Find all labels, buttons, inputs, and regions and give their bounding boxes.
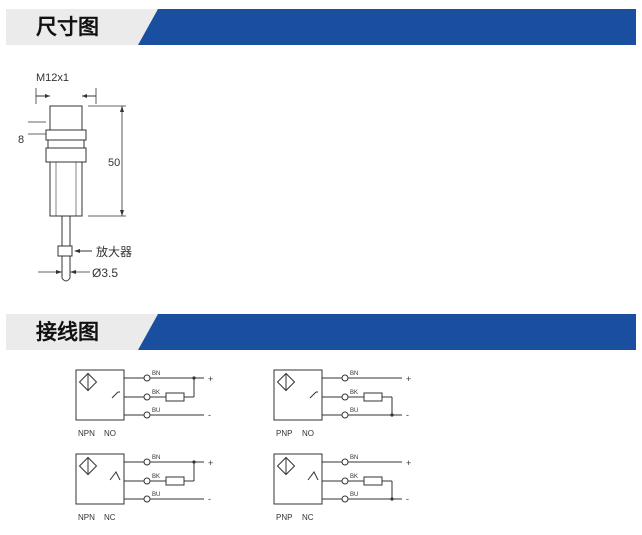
wiring-diagram-npn-nc: BN BK BU + - NPN NC — [75, 453, 213, 522]
junction-dot — [390, 413, 394, 417]
wire-label: BU — [152, 408, 160, 414]
plus-label: + — [208, 458, 213, 468]
wiring-type-label: PNP — [276, 513, 292, 522]
thread-label: M12x1 — [36, 72, 69, 84]
wiring-header: 接线图 — [6, 314, 636, 350]
wire-label: BN — [350, 455, 358, 461]
wire-label: BK — [350, 474, 358, 480]
dim-50-label: 50 — [108, 157, 120, 169]
wiring-diagram-pnp-nc: BN BK BU + - PNP NC — [273, 453, 411, 522]
minus-label: - — [208, 410, 211, 420]
terminal-icon — [143, 411, 151, 419]
wiring-title: 接线图 — [36, 319, 99, 344]
sensor-symbol-icon — [276, 456, 296, 476]
minus-label: - — [406, 410, 409, 420]
terminal-icon — [143, 374, 151, 382]
sensor-symbol-icon — [78, 372, 98, 392]
sensor-symbol-icon — [78, 456, 98, 476]
terminal-icon — [341, 458, 349, 466]
sensor-box — [273, 453, 323, 505]
wire-label: BK — [350, 390, 358, 396]
sensor-symbol-icon — [276, 372, 296, 392]
wiring-diagram-npn-no: BN BK BU + - NPN NO — [75, 369, 213, 438]
junction-dot — [192, 376, 196, 380]
junction-dot — [192, 460, 196, 464]
header-grey-band — [6, 314, 166, 350]
dim-8-label: 8 — [18, 134, 24, 146]
plus-label: + — [208, 374, 213, 384]
wire-label: BN — [152, 371, 160, 377]
diameter-label: Ø3.5 — [92, 266, 118, 280]
terminal-icon — [341, 495, 349, 503]
terminal-icon — [143, 495, 151, 503]
wire-label: BU — [350, 408, 358, 414]
wire-label: BK — [152, 474, 160, 480]
plus-label: + — [406, 458, 411, 468]
terminal-icon — [341, 477, 349, 485]
wire-label: BK — [152, 390, 160, 396]
load-resistor — [363, 392, 383, 402]
plus-label: + — [406, 374, 411, 384]
junction-dot — [390, 497, 394, 501]
wire-label: BN — [152, 455, 160, 461]
nc-switch-icon — [307, 471, 319, 481]
header-blue-band — [138, 314, 636, 350]
amplifier-block — [57, 245, 73, 257]
wiring-mode-label: NO — [302, 429, 314, 438]
dimensions-header: 尺寸图 — [6, 9, 636, 45]
dimensions-title: 尺寸图 — [36, 14, 99, 39]
wire-label: BU — [350, 492, 358, 498]
amplifier-label: 放大器 — [96, 244, 132, 259]
terminal-icon — [143, 393, 151, 401]
no-switch-icon — [309, 391, 317, 399]
terminal-icon — [341, 411, 349, 419]
load-resistor — [363, 476, 383, 486]
wire-label: BU — [152, 492, 160, 498]
wire-label: BN — [350, 371, 358, 377]
wiring-diagram-pnp-no: BN BK BU + - PNP NO — [273, 369, 411, 438]
wiring-mode-label: NC — [104, 513, 116, 522]
sensor-box — [273, 369, 323, 421]
minus-label: - — [208, 494, 211, 504]
sensor-box — [75, 453, 125, 505]
terminal-icon — [341, 374, 349, 382]
terminal-icon — [143, 458, 151, 466]
header-grey-band — [6, 9, 166, 45]
wiring-mode-label: NO — [104, 429, 116, 438]
header-blue-band — [138, 9, 636, 45]
wiring-type-label: NPN — [78, 429, 95, 438]
terminal-icon — [143, 477, 151, 485]
sensor-box — [75, 369, 125, 421]
wiring-type-label: PNP — [276, 429, 292, 438]
nc-switch-icon — [109, 471, 121, 481]
wiring-mode-label: NC — [302, 513, 314, 522]
wiring-type-label: NPN — [78, 513, 95, 522]
terminal-icon — [341, 393, 349, 401]
no-switch-icon — [111, 391, 119, 399]
load-resistor — [165, 392, 185, 402]
minus-label: - — [406, 494, 409, 504]
load-resistor — [165, 476, 185, 486]
